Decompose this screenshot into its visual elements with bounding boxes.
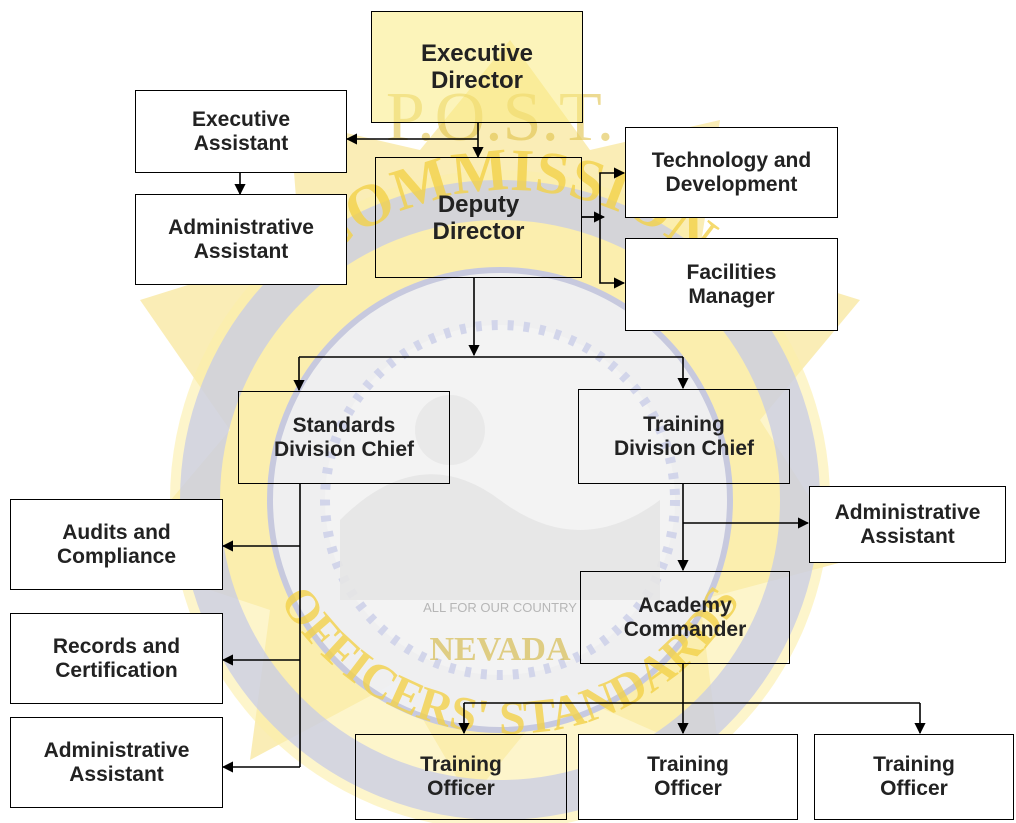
node-executive-assistant: Executive Assistant [135,90,347,173]
node-label: Administrative Assistant [43,738,190,786]
seal-landscape [340,474,660,600]
node-audits-and-compliance: Audits and Compliance [10,499,223,590]
node-label: Academy Commander [623,593,747,641]
node-training-division-chief: Training Division Chief [578,389,790,484]
node-label: Administrative Assistant [168,215,314,263]
node-label: Standards Division Chief [273,413,415,461]
node-label: Technology and Development [651,148,812,196]
node-technology-and-development: Technology and Development [625,127,838,218]
node-label: Administrative Assistant [834,500,981,548]
node-training-officer-2: Training Officer [578,734,798,820]
node-label: Deputy Director [432,190,525,245]
node-label: Records and Certification [52,634,181,682]
node-administrative-assistant-training: Administrative Assistant [809,486,1006,563]
node-label: Training Officer [647,753,729,800]
seal-sun [415,395,485,465]
connector-deputy-to-technology [582,167,626,218]
node-administrative-assistant-exec: Administrative Assistant [135,194,347,285]
connector-deputy-to-facilities [599,217,626,289]
node-label: Training Division Chief [613,412,755,460]
node-label: Executive Director [420,40,534,94]
node-facilities-manager: Facilities Manager [625,238,838,331]
watermark-state-text: NEVADA [429,631,571,668]
node-executive-director: Executive Director [371,11,583,123]
node-label: Executive Assistant [191,107,291,155]
node-records-and-certification: Records and Certification [10,613,223,704]
node-label: Facilities Manager [686,260,777,308]
node-administrative-assistant-standards: Administrative Assistant [10,717,223,808]
node-label: Training Officer [420,753,502,800]
node-label: Training Officer [873,753,955,800]
node-label: Audits and Compliance [56,520,177,568]
node-academy-commander: Academy Commander [580,571,790,664]
node-standards-division-chief: Standards Division Chief [238,391,450,484]
node-deputy-director: Deputy Director [375,157,582,278]
node-training-officer-3: Training Officer [814,734,1014,820]
node-training-officer-1: Training Officer [355,734,567,820]
watermark-seal-text: ALL FOR OUR COUNTRY [423,600,577,615]
